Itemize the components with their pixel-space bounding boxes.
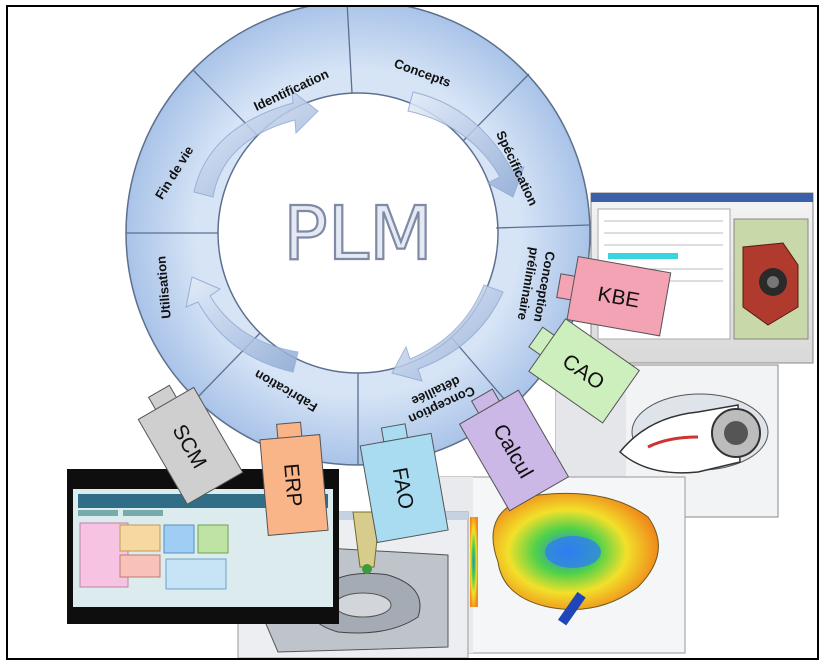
cycle-arrow-top-right xyxy=(407,91,525,198)
tool-fao: FAO xyxy=(359,423,449,544)
plm-diagram: PLM Identification Concepts Spécificatio… xyxy=(6,5,819,660)
plm-title: PLM xyxy=(283,191,433,277)
tool-scm: SCM xyxy=(137,384,244,505)
tool-erp-label: ERP xyxy=(279,463,306,508)
stage-utilisation: Utilisation xyxy=(153,255,173,319)
cycle-arrow-bottom-right xyxy=(391,284,504,382)
tool-cao: CAO xyxy=(528,318,641,424)
plm-cycle-ring: PLM Identification Concepts Spécificatio… xyxy=(125,7,591,466)
segment-dividers xyxy=(126,7,590,465)
cycle-arrow-bottom-left xyxy=(185,276,299,373)
tool-calcul: Calcul xyxy=(458,388,570,512)
tool-erp: ERP xyxy=(259,421,329,536)
tool-kbe: KBE xyxy=(556,255,672,337)
cycle-arrow-top-left xyxy=(193,89,319,198)
diagram-canvas: PLM Identification Concepts Spécificatio… xyxy=(67,7,814,658)
